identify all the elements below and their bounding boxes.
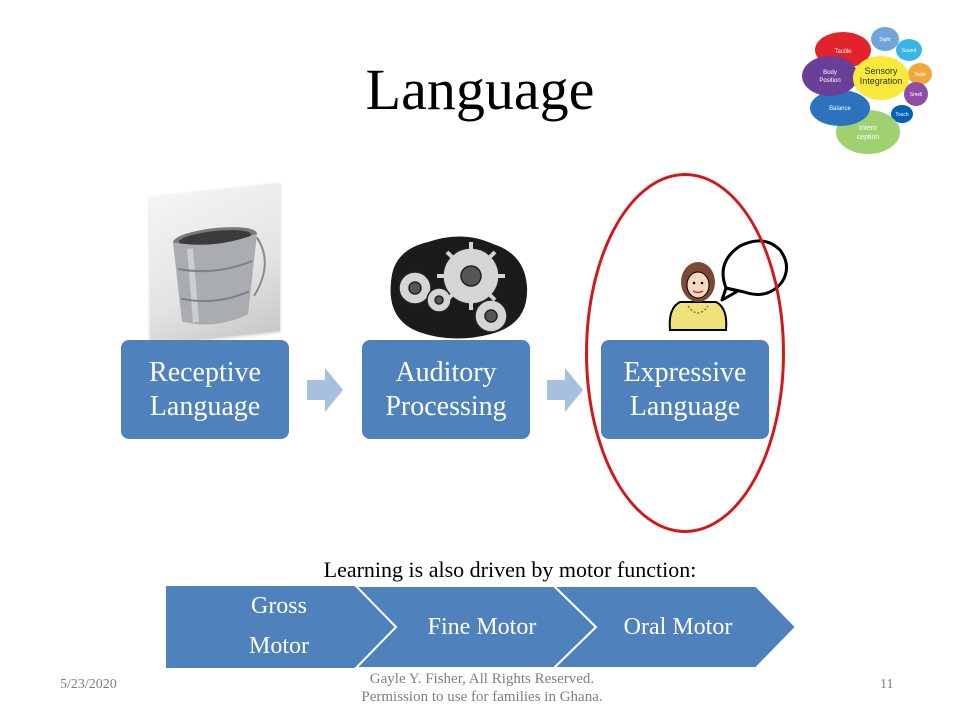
- slide-title: Language: [365, 57, 595, 122]
- svg-text:Smell: Smell: [910, 92, 923, 98]
- svg-text:Touch: Touch: [895, 112, 909, 118]
- oral-motor-label: Oral Motor: [623, 614, 733, 640]
- svg-text:Taste: Taste: [914, 72, 926, 78]
- body-position-petal: [802, 56, 858, 96]
- svg-text:Balance: Balance: [829, 106, 851, 112]
- gross-motor-chevron: [166, 586, 396, 668]
- motor-caption: Learning is also driven by motor functio…: [323, 557, 697, 582]
- svg-text:Sight: Sight: [879, 37, 891, 43]
- smell-petal: [904, 82, 928, 106]
- motor-chevron-process: Gross Motor Fine Motor Oral Motor: [166, 586, 796, 668]
- page-number: 11: [880, 677, 894, 692]
- sensory-integration-graphic: Sensory Integration Tactile Sight Sound …: [802, 27, 932, 154]
- svg-text:ception: ception: [857, 134, 880, 141]
- oral-motor-chevron: [552, 586, 796, 668]
- chevron-shapes: [166, 586, 796, 668]
- auditory-processing-box: Auditory Processing: [362, 340, 530, 439]
- footer-date: 5/23/2020: [60, 677, 117, 692]
- sound-petal: [896, 39, 922, 61]
- svg-text:Intero: Intero: [859, 125, 877, 132]
- fine-motor-label: Fine Motor: [427, 614, 537, 640]
- svg-text:Body: Body: [823, 70, 837, 76]
- svg-text:Sound: Sound: [902, 48, 917, 54]
- gears-icon: [390, 236, 528, 339]
- touch-petal: [891, 105, 913, 123]
- svg-text:Integration: Integration: [860, 76, 903, 86]
- bucket-icon: [173, 227, 266, 325]
- svg-text:Position: Position: [819, 78, 840, 84]
- gross-motor-label: Gross Motor: [249, 593, 309, 659]
- taste-petal: [908, 63, 932, 85]
- bucket-image: [150, 183, 280, 345]
- arrow-right-icon: [547, 368, 583, 412]
- sensory-center: [853, 56, 909, 100]
- sight-petal: [871, 27, 899, 51]
- footer-credit: Gayle Y. Fisher, All Rights Reserved. Pe…: [300, 670, 664, 706]
- fine-motor-chevron: [354, 586, 598, 668]
- svg-text:Sensory: Sensory: [864, 66, 898, 76]
- highlight-oval: [585, 173, 785, 533]
- arrow-right-icon: [307, 368, 343, 412]
- footer-credit-line-2: Permission to use for families in Ghana.: [361, 689, 603, 705]
- receptive-language-box: Receptive Language: [121, 340, 289, 439]
- balance-petal: [810, 90, 870, 126]
- footer-credit-line-1: Gayle Y. Fisher, All Rights Reserved.: [369, 671, 595, 687]
- svg-text:Tactile: Tactile: [834, 49, 852, 55]
